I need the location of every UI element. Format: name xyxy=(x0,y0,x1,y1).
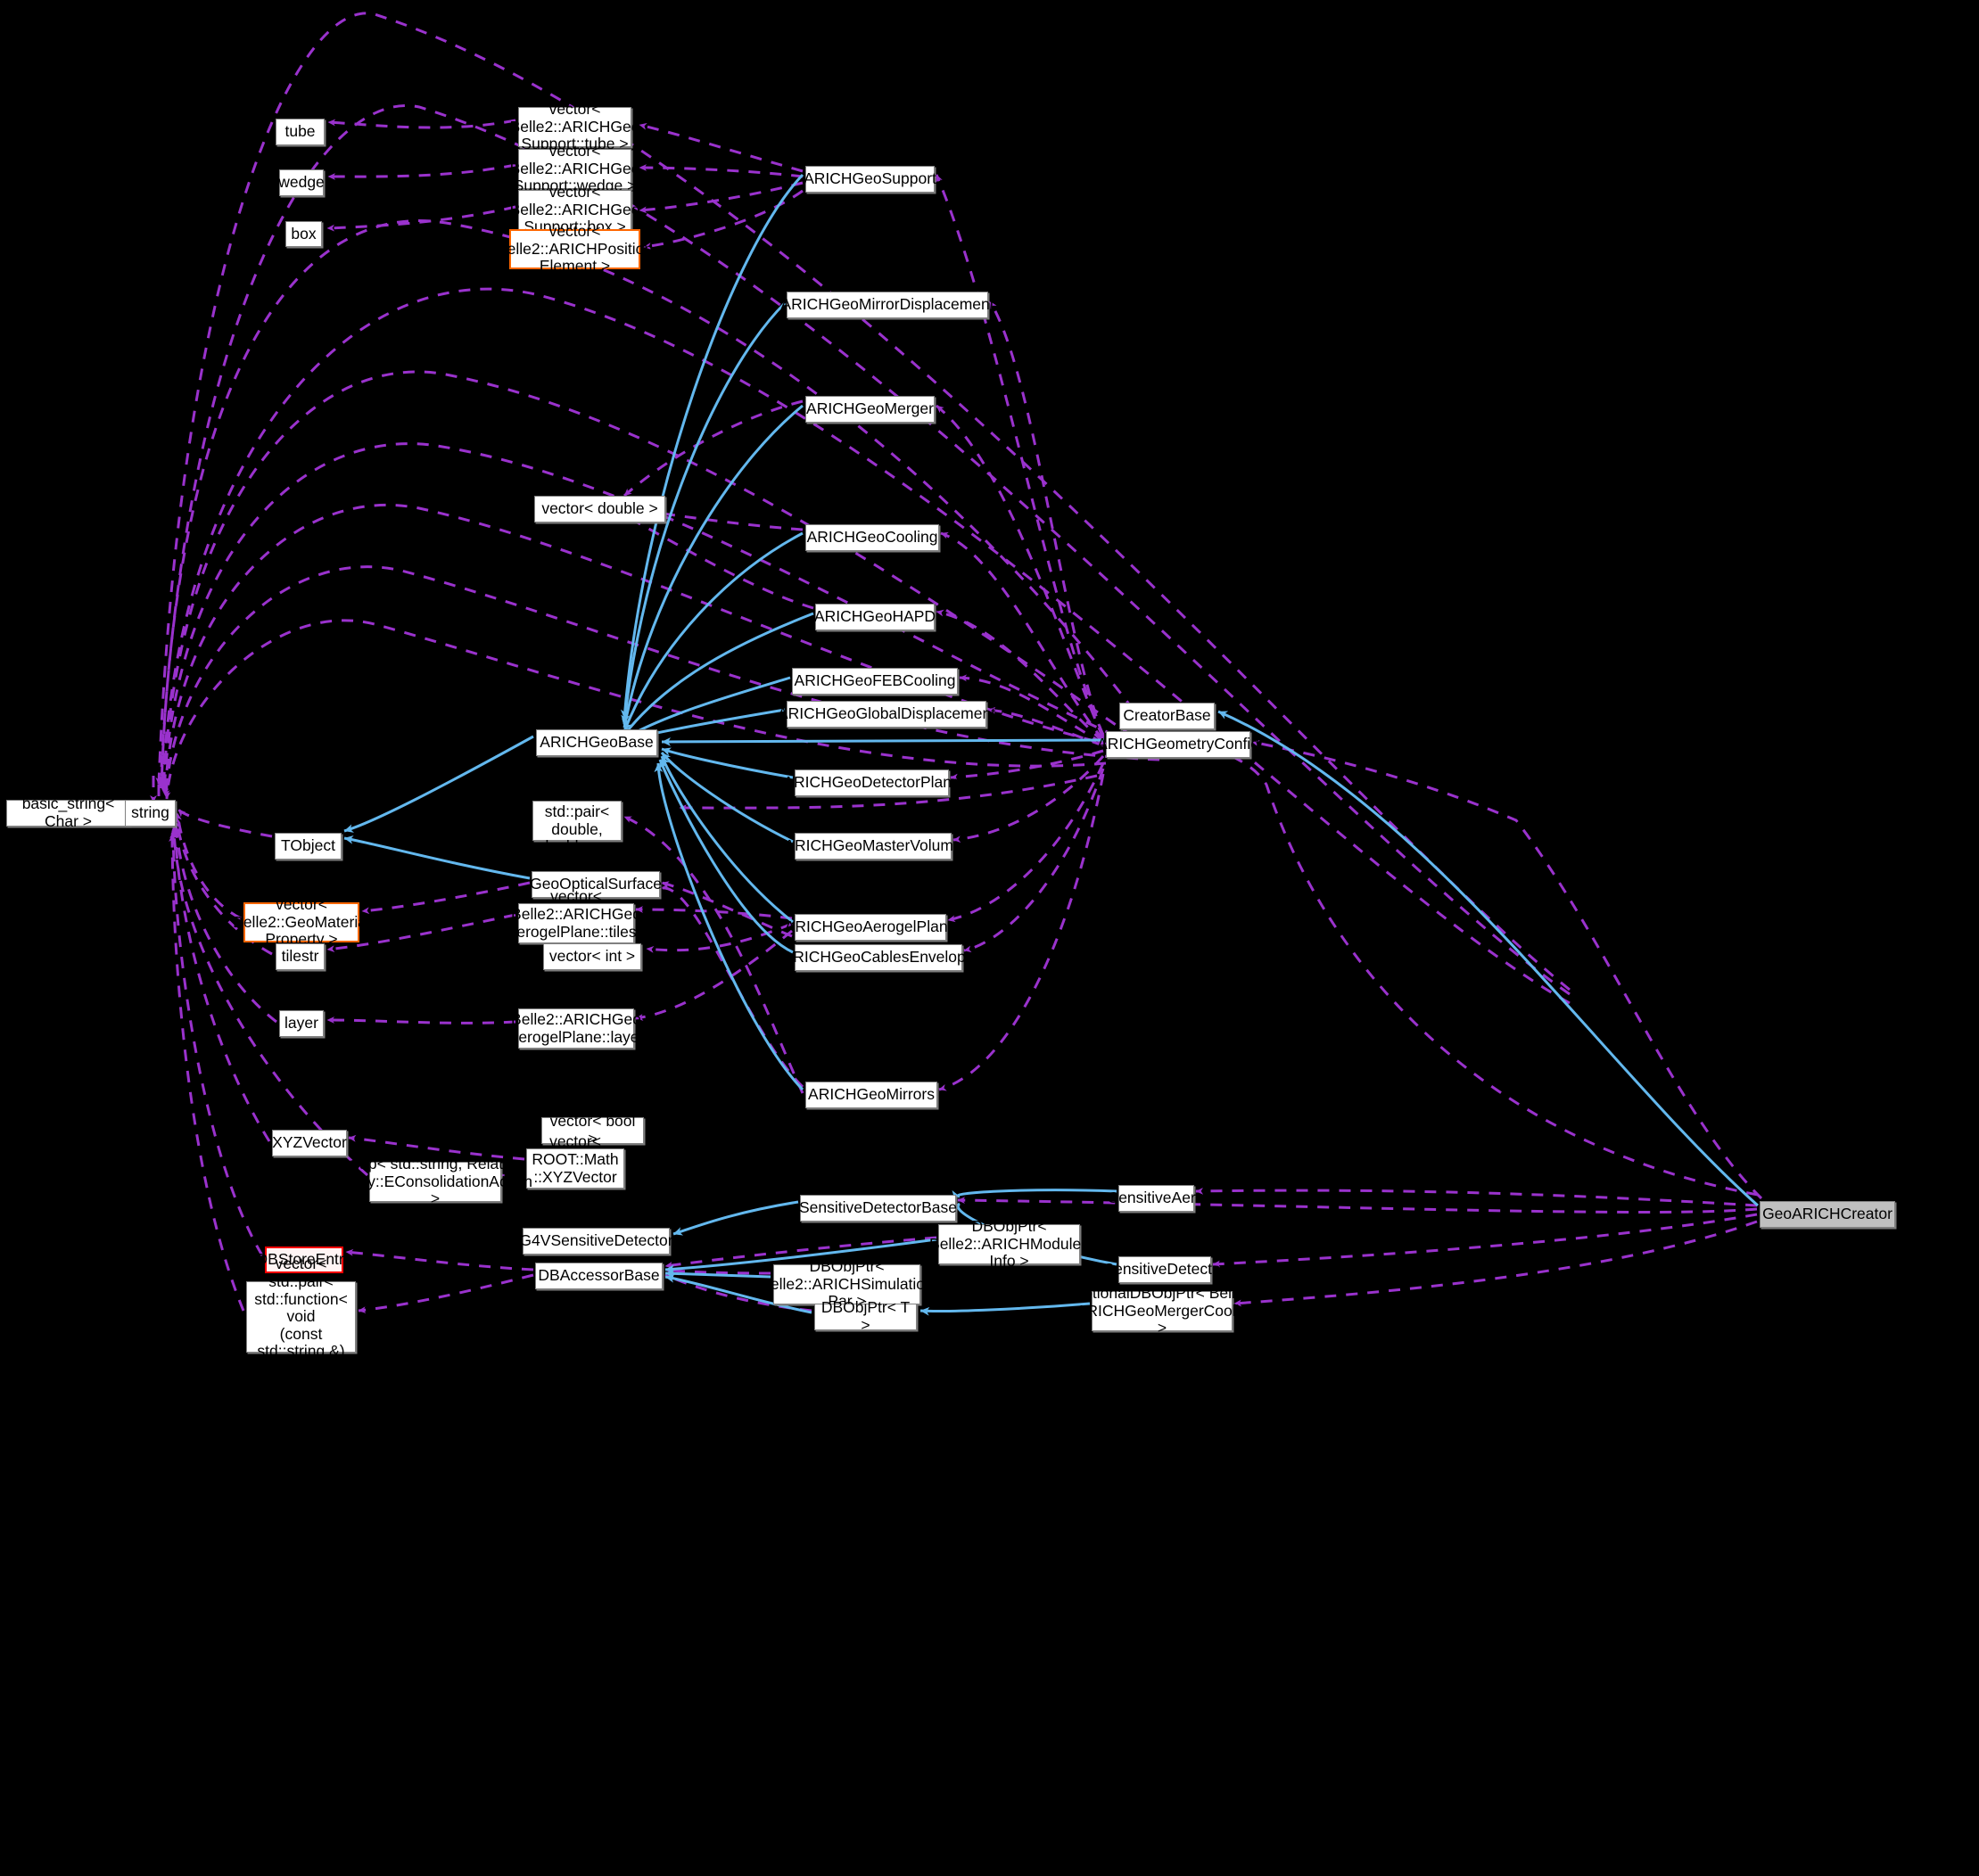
node-tobject[interactable]: TObject xyxy=(275,833,342,860)
inheritance-edges xyxy=(135,173,1759,1316)
node-box[interactable]: box xyxy=(285,221,322,247)
node-arich-geo-hapd[interactable]: ARICHGeoHAPD xyxy=(814,604,936,630)
node-basic-string-char[interactable]: basic_string< Char > xyxy=(6,795,130,830)
node-creator-base[interactable]: CreatorBase xyxy=(1119,703,1215,729)
node-map-string-relation-array[interactable]: map< std::string, Relation Array::EConso… xyxy=(338,1155,532,1208)
node-arich-geo-mirrors[interactable]: ARICHGeoMirrors xyxy=(805,1082,937,1108)
node-arich-geometry-config[interactable]: ARICHGeometryConfig xyxy=(1097,731,1259,758)
node-vector-pair-double-double[interactable]: vector< std::pair< double, double > > xyxy=(532,786,622,855)
node-sensitive-detector[interactable]: SensitiveDetector xyxy=(1103,1256,1226,1283)
node-layer[interactable]: layer xyxy=(279,1010,324,1037)
node-vector-pair-function[interactable]: vector< std::pair< std::function< void (… xyxy=(246,1255,356,1378)
node-sensitive-detector-base[interactable]: SensitiveDetectorBase xyxy=(799,1195,957,1222)
node-arich-geo-cables-envelope[interactable]: ARICHGeoCablesEnvelope xyxy=(783,944,975,971)
node-vector-arich-position-element[interactable]: vector< Belle2::ARICHPosition Element > xyxy=(496,222,654,276)
node-arich-geo-merger[interactable]: ARICHGeoMerger xyxy=(805,396,935,423)
node-arich-geo-mirror-displacement[interactable]: ARICHGeoMirrorDisplacement xyxy=(780,292,994,318)
node-dbstore-entry[interactable]: DBStoreEntry xyxy=(257,1247,352,1273)
node-dbobjptr-arich-modules-info[interactable]: DBObjPtr< Belle2::ARICHModules Info > xyxy=(929,1217,1089,1271)
node-g4v-sensitive-detector[interactable]: G4VSensitiveDetector xyxy=(519,1228,673,1255)
node-arich-geo-feb-cooling[interactable]: ARICHGeoFEBCooling xyxy=(792,668,958,695)
node-vector-double[interactable]: vector< double > xyxy=(534,496,665,522)
node-vector-geo-material-property[interactable]: vector< Belle2::GeoMaterial Property > xyxy=(233,895,370,949)
node-sensitive-aero[interactable]: SensitiveAero xyxy=(1109,1185,1205,1212)
node-geo-arich-creator[interactable]: GeoARICHCreator xyxy=(1760,1201,1895,1228)
node-dbaccessor-base[interactable]: DBAccessorBase xyxy=(535,1263,663,1289)
node-vector-bool[interactable]: vector< bool > xyxy=(541,1113,644,1148)
node-arich-geo-global-displacement[interactable]: ARICHGeoGlobalDisplacement xyxy=(778,701,995,728)
node-arich-geo-master-volume[interactable]: ARICHGeoMasterVolume xyxy=(784,833,962,860)
usage-edges xyxy=(150,12,1763,1314)
node-vector-int[interactable]: vector< int > xyxy=(543,943,641,970)
node-wedge[interactable]: wedge xyxy=(278,169,325,196)
node-tube[interactable]: tube xyxy=(276,119,325,145)
node-vector-aerogel-layer[interactable]: vector< Belle2::ARICHGeo AerogelPlane::l… xyxy=(507,992,645,1064)
node-string[interactable]: string xyxy=(125,800,176,827)
node-tilestr[interactable]: tilestr xyxy=(276,943,325,970)
node-vector-aerogel-tilestr[interactable]: vector< Belle2::ARICHGeo AerogelPlane::t… xyxy=(507,888,647,958)
node-xyzvector[interactable]: XYZVector xyxy=(272,1130,347,1156)
node-dbobjptr-t[interactable]: DBObjPtr< T > xyxy=(814,1299,917,1334)
node-optional-dbobjptr-merger-cooling[interactable]: OptionalDBObjPtr< Belle2 ::ARICHGeoMerge… xyxy=(1067,1284,1257,1337)
node-arich-geo-cooling[interactable]: ARICHGeoCooling xyxy=(805,524,939,551)
node-arich-geo-aerogel-plane[interactable]: ARICHGeoAerogelPlane xyxy=(785,914,956,941)
node-arich-geo-support[interactable]: ARICHGeoSupport xyxy=(804,166,936,193)
node-vector-root-xyzvector[interactable]: vector< ROOT::Math ::XYZVector > xyxy=(526,1133,624,1203)
node-arich-geo-detector-plane[interactable]: ARICHGeoDetectorPlane xyxy=(783,769,961,796)
node-arich-geo-base[interactable]: ARICHGeoBase xyxy=(536,729,657,756)
